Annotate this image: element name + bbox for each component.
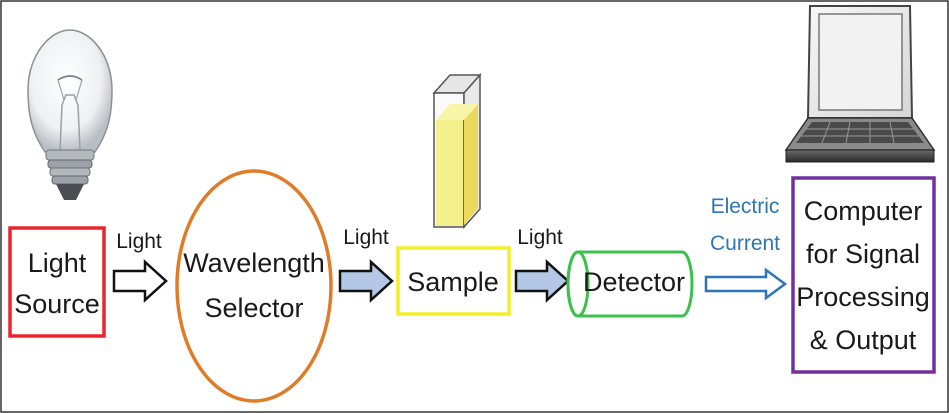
- sample-label: Sample: [407, 267, 499, 297]
- light-source-node: Light Source: [8, 226, 106, 338]
- computer-box: [791, 176, 936, 374]
- light-source-label-line1: Light: [28, 248, 87, 278]
- blue-arrow-icon: [514, 259, 570, 303]
- light-arrow-2: Light: [338, 226, 394, 303]
- computer-label-line2: for Signal: [806, 239, 920, 269]
- computer-node: Computer for Signal Processing & Output: [791, 176, 936, 374]
- light-arrow-1-label: Light: [116, 230, 162, 253]
- wavelength-selector-label-line1: Wavelength: [183, 248, 325, 278]
- light-arrow-1: Light: [112, 230, 168, 303]
- wavelength-selector-circle: [175, 169, 333, 403]
- laptop-icon: [784, 5, 936, 163]
- computer-label-line3: Processing: [796, 282, 930, 312]
- light-source-box: [8, 226, 106, 338]
- light-source-label-line2: Source: [14, 289, 100, 319]
- light-arrow-3: Light: [514, 226, 570, 303]
- electric-current-label-line1: Electric: [711, 195, 780, 218]
- light-bulb-icon: [27, 29, 113, 200]
- wavelength-selector-label-line2: Selector: [204, 293, 303, 323]
- electric-current-arrow: Electric Current: [704, 195, 788, 301]
- sample-box: [396, 246, 511, 316]
- sample-node: Sample: [396, 246, 511, 316]
- hollow-arrow-icon: [112, 259, 168, 303]
- detector-node: Detector: [566, 250, 694, 318]
- computer-label-line1: Computer: [804, 196, 923, 226]
- electric-current-label-line2: Current: [710, 232, 780, 255]
- light-arrow-2-label: Light: [343, 226, 389, 249]
- computer-label-line4: & Output: [810, 325, 917, 355]
- electric-arrow-icon: [704, 267, 788, 301]
- wavelength-selector-node: Wavelength Selector: [175, 169, 333, 403]
- detector-label: Detector: [583, 267, 685, 297]
- light-arrow-3-label: Light: [517, 226, 563, 249]
- cuvette-icon: [432, 73, 482, 229]
- blue-arrow-icon: [338, 259, 394, 303]
